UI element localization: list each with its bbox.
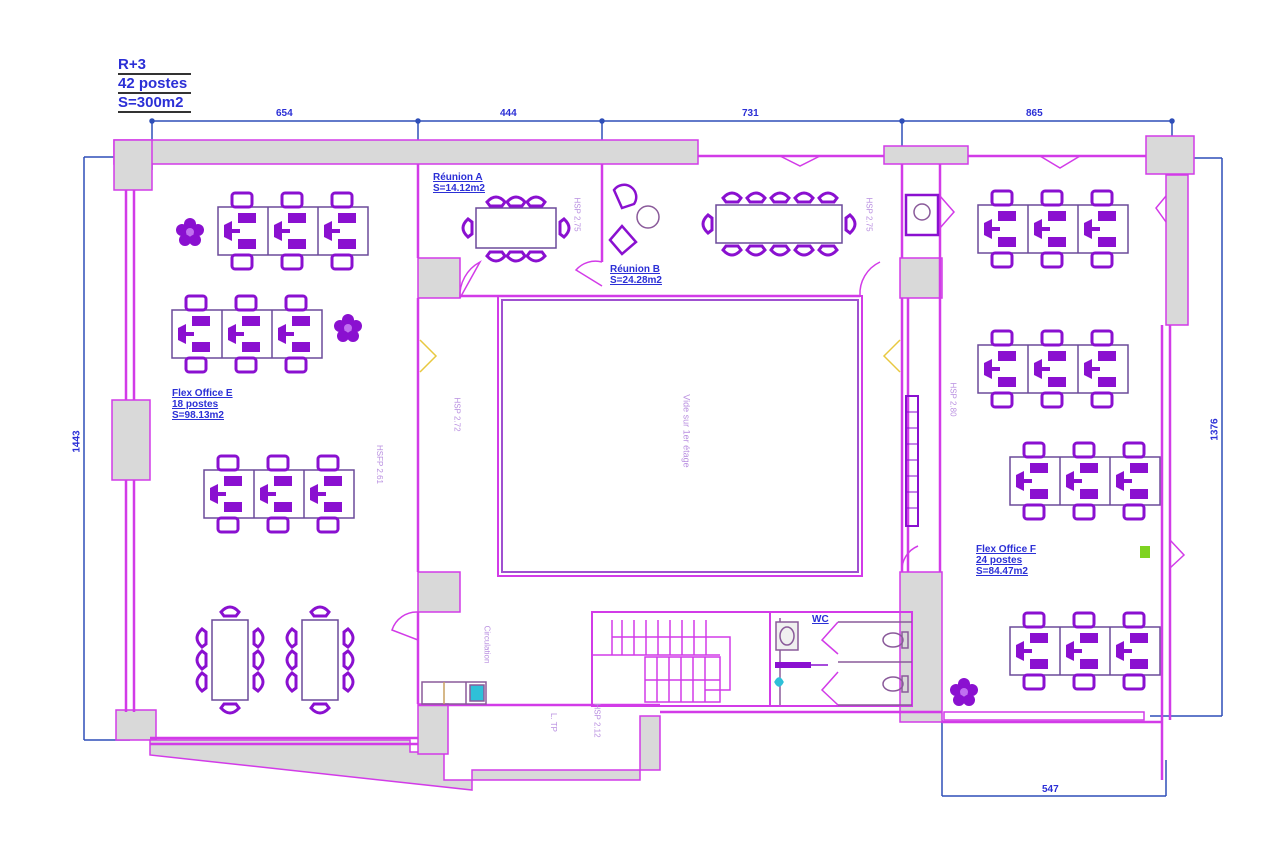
- room-label-reunion-b: Réunion B S=24.28m2: [610, 264, 662, 286]
- hsp-left-label: HSFP 2.61: [374, 445, 384, 484]
- void-label: Vide sur 1er étage: [681, 394, 692, 468]
- stair-label: L. TP: [548, 713, 558, 732]
- storage-units: [421, 681, 487, 705]
- room-label-wc: WC: [812, 614, 829, 625]
- dim-top-3: 731: [742, 108, 759, 119]
- floor-workstations: 42 postes: [118, 75, 192, 94]
- floor-summary: R+3 42 postes S=300m2: [118, 56, 192, 113]
- dim-left-height: 1443: [71, 430, 83, 453]
- staircase: [592, 620, 731, 703]
- hsp-right-label: HSP 2.80: [948, 382, 958, 417]
- stair-hsp-label: HSP 2.12: [592, 703, 602, 738]
- reunion-b-furniture: [608, 183, 857, 257]
- structural-walls: [111, 135, 1195, 791]
- dim-right-height: 1376: [1209, 418, 1221, 441]
- doors: [391, 155, 1186, 641]
- dim-top-2: 444: [500, 108, 517, 119]
- corridor-label: Circulation: [482, 625, 492, 664]
- wc-area: [774, 618, 912, 706]
- hsp-reunion-a-label: HSP 2.75: [572, 197, 582, 232]
- wall-lines: [124, 154, 1172, 780]
- flex-f-furniture: [904, 191, 1160, 706]
- room-label-flex-f: Flex Office F 24 postes S=84.47m2: [976, 544, 1037, 577]
- dim-top-1: 654: [276, 108, 293, 119]
- room-label-flex-e: Flex Office E 18 postes S=98.13m2: [172, 388, 233, 421]
- yellow-doors: [419, 339, 901, 373]
- floor-level: R+3: [118, 56, 192, 75]
- floor-surface: S=300m2: [118, 94, 192, 113]
- dim-bottom-right: 547: [1042, 784, 1059, 795]
- dim-top-4: 865: [1026, 108, 1043, 119]
- hsp-reunion-b-label: HSP 2.75: [864, 197, 874, 232]
- room-label-reunion-a: Réunion A S=14.12m2: [433, 172, 485, 194]
- reunion-a-furniture: [461, 195, 571, 263]
- flex-e-furniture: [172, 193, 368, 715]
- hsp-corridor-label: HSP 2.72: [452, 397, 462, 432]
